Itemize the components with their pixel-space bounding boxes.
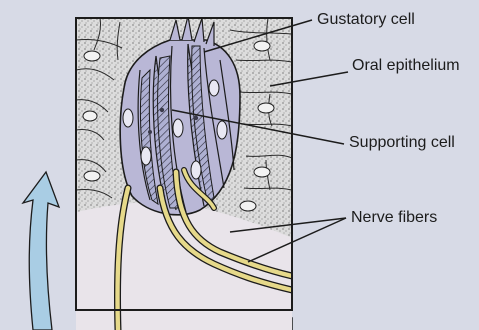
label-supporting-cell: Supporting cell [349, 133, 459, 152]
label-oral-epithelium: Oral epithelium [352, 56, 462, 75]
tissue-block [76, 16, 292, 330]
label-gustatory-cell: Gustatory cell [317, 10, 415, 29]
label-nerve-fibers: Nerve fibers [351, 208, 437, 227]
curved-up-arrow-icon [23, 172, 59, 330]
